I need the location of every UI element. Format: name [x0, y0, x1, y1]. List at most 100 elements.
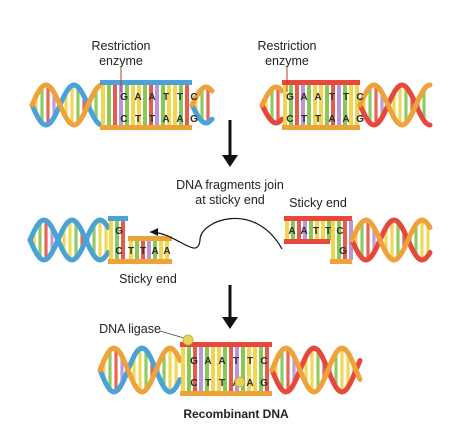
top-left-ladder-rung	[125, 84, 129, 126]
top-left-lower-base: T	[135, 114, 141, 125]
top-left-upper-base: G	[120, 92, 128, 103]
bottom-ladder-backbone-top	[180, 342, 272, 347]
bottom-helix-left-strand-b	[97, 345, 183, 395]
ligase-ball-bottom	[234, 376, 246, 388]
mid-left-sticky	[128, 236, 172, 264]
mid-left-lower-base: T	[140, 246, 146, 257]
bottom-ladder-rung	[181, 346, 185, 392]
mid-right-upper-base: C	[336, 226, 343, 237]
bottom-helix-left	[97, 345, 183, 395]
top-left-ladder-rung	[185, 84, 189, 126]
mid-right-upper-base: A	[288, 226, 295, 237]
bottom-upper-base: G	[190, 356, 198, 367]
bottom-helix-right	[269, 345, 363, 395]
mid-right-sticky-rung	[315, 220, 319, 240]
mid-right-sticky-backbone-top	[284, 216, 330, 221]
top-left-lower-base: T	[149, 114, 155, 125]
top-right-lower-base: C	[286, 114, 293, 125]
mid-right-sticky	[284, 216, 331, 244]
top-left-ladder-rung	[131, 84, 135, 126]
ligase-ball-top	[182, 334, 194, 346]
mid-left-sticky-rung	[165, 240, 169, 260]
top-right-ladder	[282, 80, 360, 130]
bottom-lower-base: A	[246, 378, 253, 389]
dna-ligase-pointer	[159, 330, 185, 339]
top-right-helix-right	[357, 82, 433, 128]
top-right-upper-base: T	[343, 92, 349, 103]
top-left-helix-left-strand-b	[29, 82, 103, 128]
top-right-upper-base: A	[314, 92, 321, 103]
bottom-ladder	[180, 342, 272, 396]
top-left-helix-left	[29, 82, 103, 128]
mid-left-helix-strand-a	[27, 217, 111, 263]
mid-right-sticky-rung	[303, 220, 307, 240]
mid-right-sticky-rung	[309, 220, 313, 240]
mid-left-ladder-rung	[121, 220, 125, 260]
bottom-ladder-backbone-bottom	[180, 391, 272, 396]
top-left-ladder-rung	[143, 84, 147, 126]
top-left-lower-base: G	[190, 114, 198, 125]
mid-right-sticky-rung	[321, 220, 325, 240]
mid-left-sticky-rung	[135, 240, 139, 260]
mid-left-ladder	[108, 216, 128, 264]
recombinant-dna-label: Recombinant DNA	[183, 407, 289, 421]
mid-left-lower-base: T	[128, 246, 134, 257]
top-left-helix-right	[189, 84, 215, 126]
top-left-ladder-rung	[119, 84, 123, 126]
left-enzyme-label-line2: enzyme	[99, 54, 143, 68]
top-left-ladder-rung	[161, 84, 165, 126]
mid-right-sticky-rung	[291, 220, 295, 240]
top-right-ladder-rung	[295, 84, 299, 126]
top-left-ladder-backbone-top	[100, 80, 192, 85]
mid-right-helix-strand-b	[349, 217, 433, 263]
top-left-ladder-rung	[101, 84, 105, 126]
top-right-ladder-rung	[355, 84, 359, 126]
top-left-lower-base: A	[162, 114, 169, 125]
mid-left-sticky-rung	[153, 240, 157, 260]
bottom-ladder-rung	[229, 346, 233, 392]
top-left-lower-base: A	[176, 114, 183, 125]
mid-left-lower-base: A	[163, 246, 170, 257]
down-arrow-2	[222, 285, 238, 329]
top-left-ladder-rung	[113, 84, 117, 126]
top-left-ladder-rung	[107, 84, 111, 126]
mid-right-sticky-rung	[327, 220, 331, 240]
top-right-ladder-rung	[307, 84, 311, 126]
bottom-upper-base: A	[218, 356, 225, 367]
top-right-lower-base: A	[342, 114, 349, 125]
sticky-end-join-arrow	[149, 218, 283, 250]
mid-left-sticky-rung	[141, 240, 145, 260]
mid-right-sticky-backbone-bottom	[284, 239, 330, 244]
top-left-ladder	[100, 80, 192, 130]
mid-left-sticky-rung	[147, 240, 151, 260]
bottom-upper-base: C	[260, 356, 267, 367]
top-right-ladder-rung	[301, 84, 305, 126]
bottom-ladder-rung	[253, 346, 257, 392]
bottom-ladder-rung	[211, 346, 215, 392]
bottom-ladder-rung	[223, 346, 227, 392]
top-right-ladder-rung	[325, 84, 329, 126]
top-left-upper-base: T	[177, 92, 183, 103]
top-left-upper-base: A	[134, 92, 141, 103]
bottom-ladder-rung	[217, 346, 221, 392]
mid-left-sticky-rung	[129, 240, 133, 260]
helix-layer	[27, 80, 433, 396]
sticky-end-right-label: Sticky end	[289, 196, 347, 210]
dna-ligase-label: DNA ligase	[99, 322, 161, 336]
mid-right-sticky-rung	[285, 220, 289, 240]
mid-left-helix-strand-b	[27, 217, 111, 263]
top-right-helix-left-strand-b	[259, 84, 285, 108]
bottom-ladder-rung	[187, 346, 191, 392]
bottom-helix-left-strand-a	[97, 345, 183, 395]
mid-left-helix	[27, 217, 111, 263]
sticky-end-left-label: Sticky end	[119, 272, 177, 286]
mid-left-upper-base: G	[115, 226, 123, 237]
mid-right-upper-base: A	[300, 226, 307, 237]
top-right-upper-base: G	[286, 92, 294, 103]
top-left-helix-right-strand-b	[189, 84, 215, 108]
mid-left-sticky-rung	[159, 240, 163, 260]
mid-left-ladder-backbone-top	[108, 216, 128, 221]
mid-right-lower-base: G	[339, 246, 347, 257]
